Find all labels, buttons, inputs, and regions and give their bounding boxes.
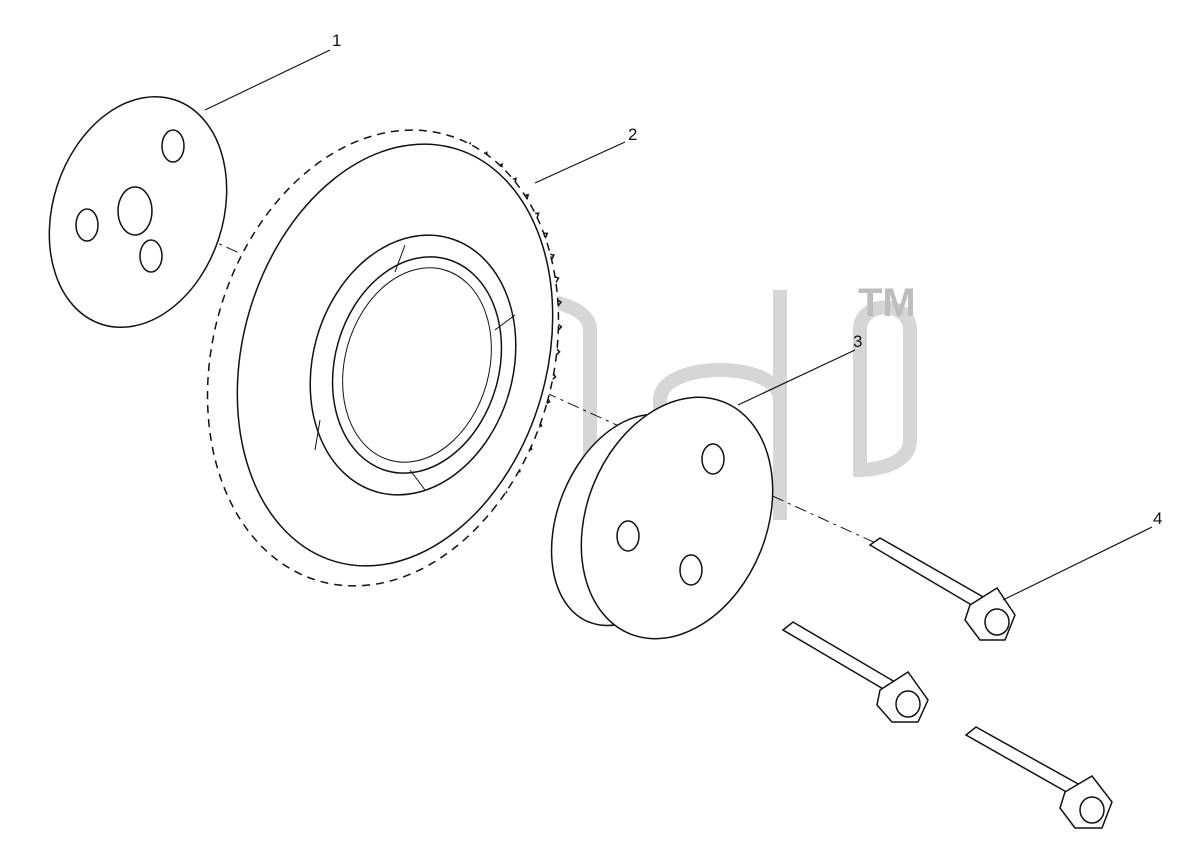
leader-line-1 <box>204 49 331 111</box>
hub-flange-icon <box>550 396 774 640</box>
flange-bolts-icon <box>781 537 1113 829</box>
callout-3: 3 <box>853 332 862 351</box>
leader-line-4 <box>1002 526 1153 601</box>
callout-1: 1 <box>332 31 341 50</box>
bolt-3-icon <box>964 726 1113 829</box>
watermark-trademark: TM <box>858 281 916 325</box>
bolt-1-icon <box>868 537 1016 641</box>
helical-gear-icon <box>206 129 563 587</box>
callout-2: 2 <box>628 125 637 144</box>
thrust-washer-plate-icon <box>48 95 228 329</box>
leader-line-3 <box>737 349 856 406</box>
callout-4: 4 <box>1153 509 1162 528</box>
bolt-2-icon <box>781 621 929 723</box>
leader-line-2 <box>534 141 626 184</box>
